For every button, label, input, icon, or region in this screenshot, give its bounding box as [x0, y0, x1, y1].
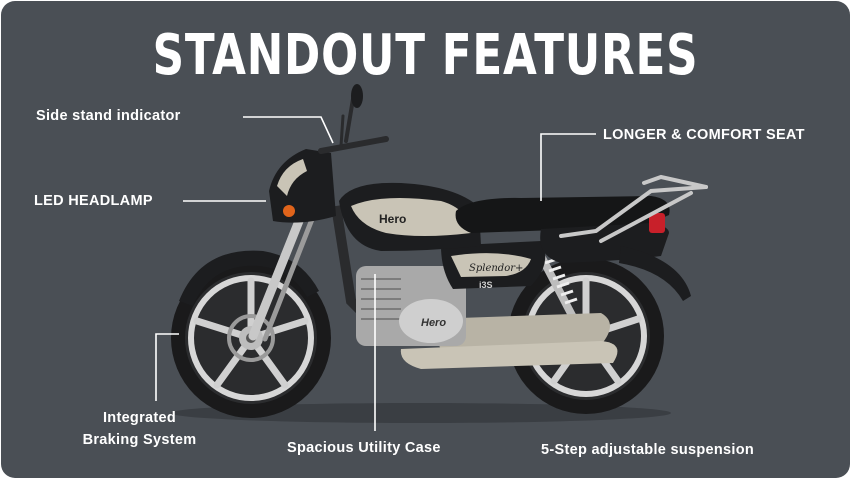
label-integrated-braking-line2: Braking System [82, 432, 197, 448]
label-integrated-braking-line1: Integrated [102, 410, 177, 426]
label-led-headlamp: LED HEADLAMP [34, 193, 153, 209]
model-script: Splendor+ [469, 263, 523, 274]
tank-logo: Hero [379, 212, 406, 226]
model-badge: i3S [479, 280, 493, 290]
mirror [351, 84, 363, 108]
side-panel: Splendor+ i3S [441, 241, 546, 290]
exhaust [400, 341, 618, 369]
engine-logo: Hero [421, 317, 446, 329]
callout-lines [155, 116, 596, 431]
callout-line-side-stand [243, 116, 334, 144]
ground-shadow [171, 403, 671, 423]
label-adjustable-suspension: 5-Step adjustable suspension [541, 442, 755, 458]
engine: Hero [356, 266, 466, 346]
luggage-carrier [559, 174, 708, 243]
label-utility-case: Spacious Utility Case [287, 440, 441, 456]
front-indicator [283, 205, 295, 217]
label-integrated-braking: Integrated Braking System [67, 407, 212, 451]
tail-light [649, 213, 665, 233]
rear-shock [537, 252, 580, 327]
label-comfort-seat: LONGER & COMFORT SEAT [603, 127, 805, 143]
chain-guard [431, 313, 610, 351]
callout-line-braking [155, 333, 179, 401]
rear-mudguard [619, 246, 691, 301]
fuel-tank: Hero [339, 182, 481, 251]
headlamp-cowl [269, 149, 336, 223]
handlebar [318, 84, 389, 154]
page-title: STANDOUT FEATURES [152, 23, 699, 88]
seat [455, 196, 670, 233]
label-side-stand-indicator: Side stand indicator [36, 108, 181, 124]
callout-line-seat [540, 133, 596, 201]
